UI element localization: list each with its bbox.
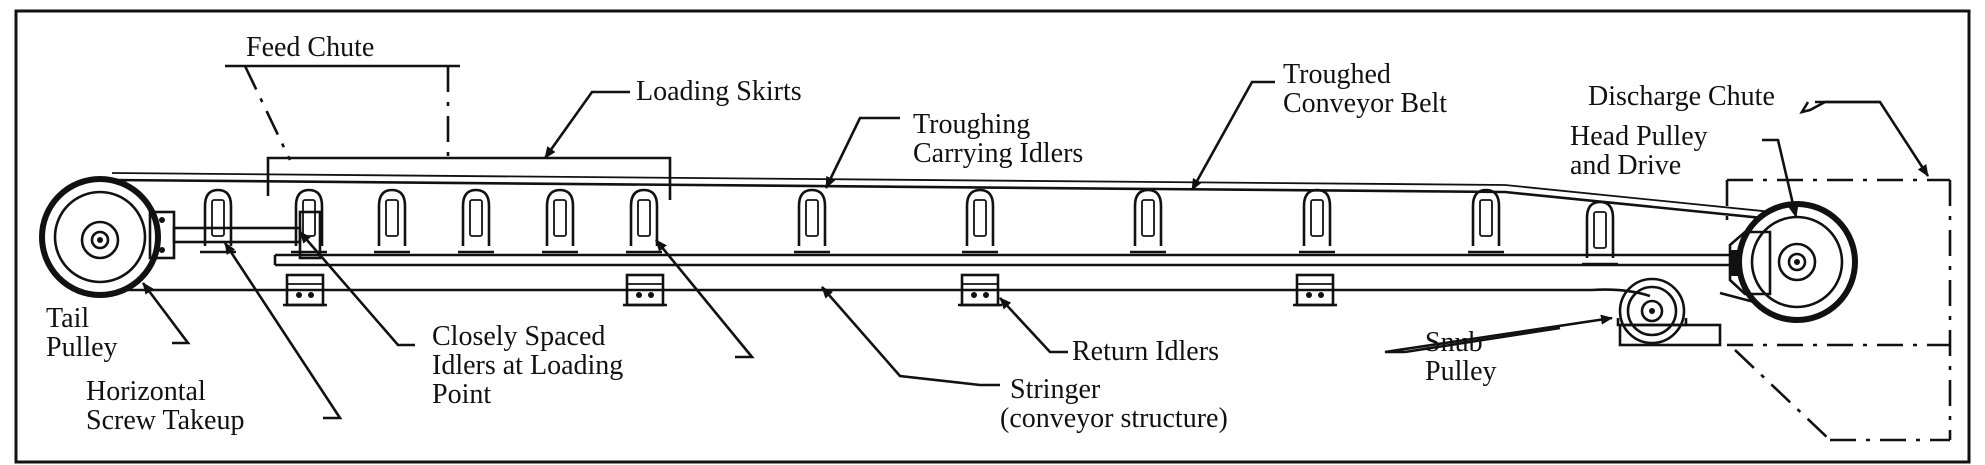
idler-4 (456, 188, 496, 254)
head-pulley (1728, 201, 1858, 323)
tail-pulley (39, 176, 161, 298)
idler-8 (960, 188, 1000, 254)
label-feed-chute: Feed Chute (246, 32, 374, 63)
label-head-line2: and Drive (1570, 150, 1681, 181)
idler-9 (1128, 188, 1168, 254)
label-discharge-chute: Discharge Chute (1588, 81, 1775, 112)
label-belt-line2: Conveyor Belt (1283, 88, 1447, 119)
label-close-line2: Idlers at Loading (432, 350, 623, 381)
label-head-line1: Head Pulley (1570, 121, 1708, 152)
label-troughing-line2: Carrying Idlers (913, 138, 1083, 169)
loading-skirts (266, 156, 672, 200)
label-troughing-line1: Troughing (913, 109, 1030, 140)
carrying-idlers (198, 188, 1620, 266)
label-takeup-line1: Horizontal (86, 376, 206, 407)
frame-border (14, 9, 1971, 464)
label-snub-line1: Snub (1425, 327, 1483, 358)
label-takeup-line2: Screw Takeup (86, 405, 244, 436)
idler-10 (1297, 188, 1337, 254)
stringer (273, 253, 1730, 267)
idler-5 (540, 188, 580, 254)
label-tail-line1: Tail (46, 303, 89, 334)
idler-11 (1466, 188, 1506, 254)
feed-chute (225, 64, 460, 161)
discharge-chute (1725, 178, 1952, 442)
leader-lines (141, 80, 1930, 420)
snub-pulley (1616, 277, 1722, 347)
label-close-line1: Closely Spaced (432, 321, 605, 352)
idler-7 (792, 188, 832, 254)
label-return-idlers: Return Idlers (1072, 336, 1219, 367)
label-stringer-line1: Stringer (1010, 374, 1101, 405)
label-snub-line2: Pulley (1425, 356, 1497, 387)
label-tail-line2: Pulley (46, 332, 118, 363)
label-close-line3: Point (432, 379, 491, 410)
label-belt-line1: Troughed (1283, 59, 1391, 90)
labels: Feed Chute Loading Skirts Troughing Carr… (46, 32, 1775, 436)
idler-3 (372, 188, 412, 254)
label-stringer-line2: (conveyor structure) (1000, 403, 1228, 434)
label-loading-skirts: Loading Skirts (636, 76, 802, 107)
conveyor-belt (111, 172, 1793, 314)
